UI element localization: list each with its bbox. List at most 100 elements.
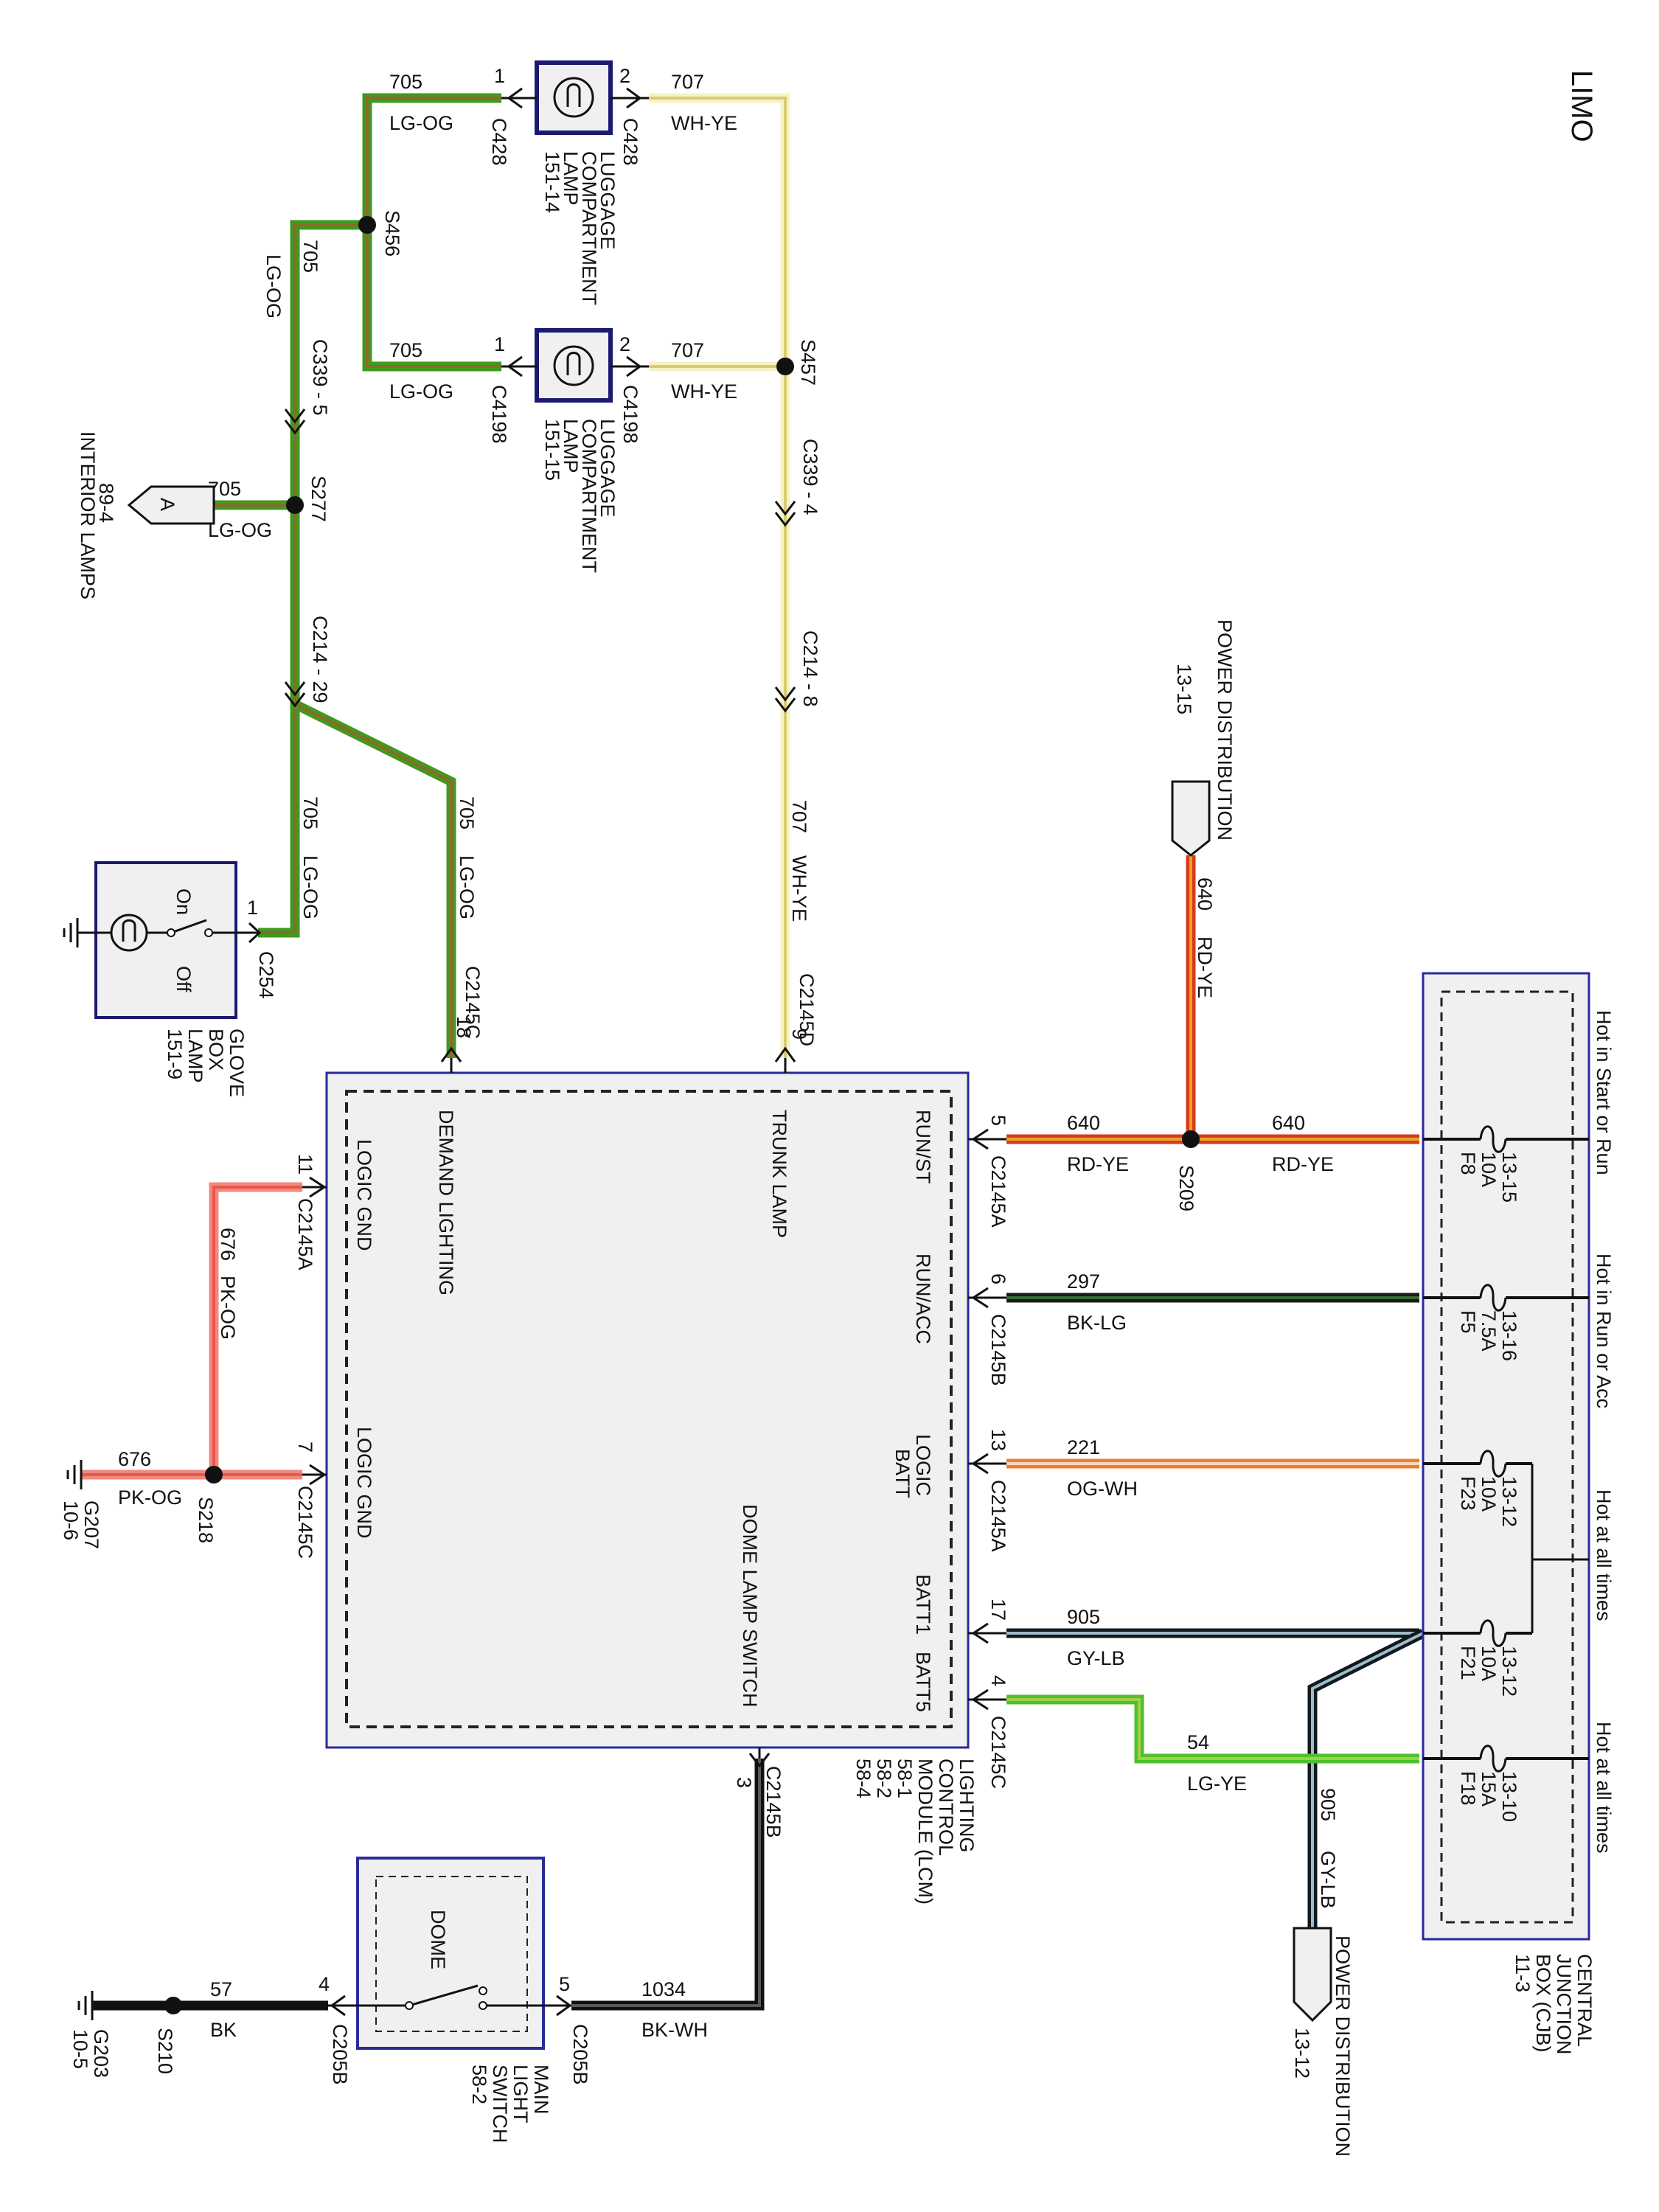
pin-stubs-top bbox=[440, 1046, 796, 1073]
fuse-f18-rating: 15A bbox=[1478, 1771, 1500, 1806]
wire-905-down bbox=[1307, 1629, 1425, 1928]
label-705-c-circuit: 705 bbox=[299, 240, 321, 273]
fuse-f5-ref: 13-16 bbox=[1498, 1310, 1520, 1361]
luggage-lamp-1-name-1: LUGGAGE bbox=[597, 151, 619, 250]
wire-705-lcm-stripe bbox=[294, 703, 453, 1058]
splice-s210 bbox=[164, 1997, 182, 2014]
splice-s218-label: S218 bbox=[195, 1497, 217, 1543]
label-707-b-color: WH-YE bbox=[671, 380, 737, 403]
fuse-f8-ref: 13-15 bbox=[1498, 1152, 1520, 1203]
lcm-outer bbox=[325, 1071, 970, 1749]
luggage-lamp-2-c4198-left: C4198 bbox=[488, 385, 510, 444]
ground-g203-id: G203 bbox=[90, 2029, 112, 2078]
luggage-lamp-2-pin2: 2 bbox=[619, 333, 630, 355]
lcm-pin-logic: LOGIC bbox=[912, 1434, 934, 1496]
lcm-inner bbox=[345, 1090, 953, 1728]
fuse-f21-ref: 13-12 bbox=[1498, 1646, 1520, 1697]
page-title: LIMO bbox=[1565, 70, 1598, 142]
main-light-switch-pin5: 5 bbox=[559, 1973, 570, 1995]
luggage-lamp-1-filament-icon bbox=[566, 83, 581, 107]
pin-num-5: 5 bbox=[987, 1115, 1009, 1126]
fuse-f5: F5 7.5A 13-16 Hot in Run or Acc bbox=[1423, 1253, 1615, 1408]
glove-box-terminal bbox=[236, 922, 262, 944]
cjb-name-3: BOX (CJB) bbox=[1532, 1954, 1554, 2053]
luggage-lamp-1-c428-left: C428 bbox=[488, 118, 510, 166]
wire-705-s456 bbox=[290, 220, 367, 704]
label-57-circuit: 57 bbox=[210, 1978, 232, 2000]
fuse-f23: F23 10A 13-12 Hot at all times bbox=[1423, 1450, 1615, 1621]
label-705-f-circuit: 705 bbox=[456, 796, 478, 830]
pin-conn-5: C2145A bbox=[987, 1155, 1009, 1228]
main-light-switch: DOME 4 5 C205B C205B MAIN LIGHT SWITCH 5… bbox=[319, 1857, 591, 2143]
splice-s456 bbox=[358, 216, 376, 234]
inline-connectors: C339 - 5 C214 - 29 C339 - 4 C214 - 8 bbox=[284, 339, 821, 713]
ground-g207-id: G207 bbox=[80, 1500, 102, 1549]
pin-num-9: 9 bbox=[788, 1029, 810, 1040]
fuse-f23-symbol bbox=[1479, 1450, 1507, 1478]
wire-905-down-stripe bbox=[1311, 1632, 1424, 1928]
luggage-lamp-1-bulb-icon bbox=[553, 77, 594, 118]
glove-box-switch-contact-1 bbox=[167, 928, 175, 937]
glove-box-pin1: 1 bbox=[247, 897, 258, 919]
ground-g203-icon bbox=[77, 1991, 94, 2020]
glove-box-on: On bbox=[173, 888, 195, 915]
luggage-lamp-1-box bbox=[535, 60, 613, 135]
luggage-lamp-2-filament-icon bbox=[566, 352, 581, 375]
power-distribution-top-shape bbox=[1171, 780, 1211, 857]
lcm-pin-logic-gnd-1: LOGIC GND bbox=[353, 1139, 375, 1251]
label-676-a-circuit: 676 bbox=[217, 1228, 239, 1261]
luggage-lamp-1-name-4: 151-14 bbox=[541, 151, 563, 213]
fuse-f21-rating: 10A bbox=[1478, 1646, 1500, 1681]
pin-conn-11: C2145A bbox=[294, 1198, 316, 1270]
luggage-lamp-2-bulb-icon bbox=[553, 345, 594, 386]
luggage-lamp-2-c4198-right: C4198 bbox=[619, 385, 641, 444]
label-640-v-circuit: 640 bbox=[1194, 877, 1216, 911]
ground-g207: G207 10-6 bbox=[60, 1460, 102, 1549]
ground-g207-icon bbox=[66, 1460, 83, 1489]
main-light-switch-contact-3 bbox=[479, 1986, 487, 1995]
fuse-f18: F18 15A 13-10 Hot at all times bbox=[1423, 1722, 1615, 1854]
lcm-pin-run-acc: RUN/ACC bbox=[912, 1253, 934, 1344]
interior-lamps-ref-num: 89-4 bbox=[95, 483, 117, 523]
glove-box-name-1: GLOVE bbox=[226, 1029, 248, 1097]
pin-stubs-right bbox=[968, 1138, 1006, 1701]
wire-705-lcm bbox=[293, 700, 456, 1058]
splice-s277 bbox=[286, 496, 304, 514]
pin-num-7: 7 bbox=[294, 1441, 316, 1453]
power-distribution-bottom: POWER DISTRIBUTION 13-12 bbox=[1291, 1927, 1354, 2157]
label-705-e-color: LG-OG bbox=[299, 855, 321, 919]
label-707-a-circuit: 707 bbox=[671, 71, 704, 93]
label-705-c-color: LG-OG bbox=[262, 254, 285, 319]
luggage-lamp-2-name-4: 151-15 bbox=[541, 419, 563, 481]
luggage-lamp-2: 1 2 C4198 C4198 LUGGAGE COMPARTMENT LAMP… bbox=[488, 328, 649, 573]
pin-num-13: 13 bbox=[987, 1429, 1009, 1451]
lcm-name-5: 58-2 bbox=[873, 1759, 895, 1798]
fuse-f23-hot: Hot at all times bbox=[1593, 1489, 1615, 1621]
glove-box-filament-icon bbox=[122, 919, 136, 942]
pin-arrows-right bbox=[971, 1128, 989, 1711]
main-light-switch-name-4: 58-2 bbox=[468, 2065, 490, 2104]
c339-4-symbol bbox=[774, 501, 796, 527]
main-light-switch-contact-1 bbox=[405, 2001, 414, 2010]
fuse-f23-id: F23 bbox=[1457, 1476, 1479, 1511]
lcm-name-6: 58-4 bbox=[852, 1759, 874, 1798]
cjb-name-1: CENTRAL bbox=[1573, 1954, 1596, 2047]
label-640-cjb-circuit: 640 bbox=[1272, 1112, 1305, 1134]
label-707-b-circuit: 707 bbox=[671, 339, 704, 361]
pin-conn-7: C2145C bbox=[294, 1486, 316, 1559]
interior-lamps-letter: A bbox=[156, 498, 178, 511]
lcm-pin-logic-gnd-2: LOGIC GND bbox=[353, 1427, 375, 1539]
fuse-f23-ref: 13-12 bbox=[1498, 1476, 1520, 1527]
luggage-lamp-1-pin1: 1 bbox=[494, 65, 505, 87]
label-640-cjb-color: RD-YE bbox=[1272, 1153, 1334, 1175]
wire-1034-stripe bbox=[571, 1759, 761, 2007]
glove-box-lamp-box bbox=[94, 861, 237, 1019]
pin-num-6: 6 bbox=[987, 1273, 1009, 1284]
lcm-pin-run-st: RUN/ST bbox=[912, 1110, 934, 1184]
ground-g207-ref: 10-6 bbox=[60, 1500, 82, 1540]
cjb-outer bbox=[1422, 972, 1590, 1941]
main-light-switch-pin4: 4 bbox=[319, 1973, 330, 1995]
lcm-pin-batt1: BATT1 bbox=[912, 1574, 934, 1635]
fuse-f8-hot: Hot in Start or Run bbox=[1593, 1010, 1615, 1175]
